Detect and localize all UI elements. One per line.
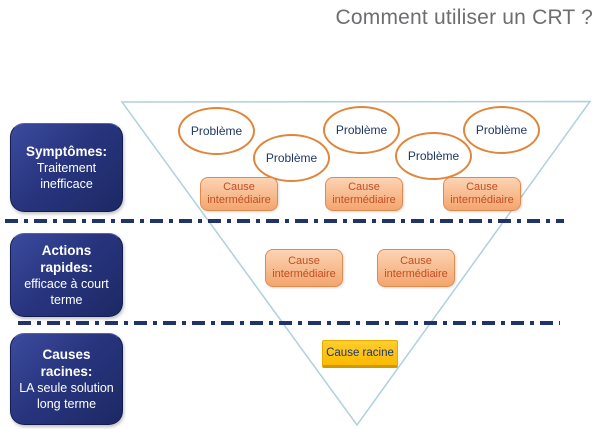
- panel-root-causes: Causes racines: LA seule solution long t…: [10, 333, 123, 425]
- intermediate-cause-box: Cause intermédiaire: [200, 177, 278, 211]
- root-cause-box: Cause racine: [322, 340, 398, 368]
- panel-root-causes-title: Causes racines:: [40, 347, 93, 379]
- panel-quick-actions: Actions rapides: efficace à court terme: [10, 233, 123, 317]
- problem-ellipse: Problème: [178, 107, 255, 155]
- panel-symptoms-subtitle: Traitement inefficace: [36, 161, 97, 191]
- problem-ellipse: Problème: [323, 106, 400, 154]
- inverted-triangle-outline: [120, 100, 592, 427]
- intermediate-cause-box: Cause intermédiaire: [443, 177, 521, 211]
- intermediate-cause-box: Cause intermédiaire: [325, 177, 403, 211]
- slide-title: Comment utiliser un CRT ?: [335, 6, 593, 29]
- problem-ellipse: Problème: [395, 132, 472, 180]
- problem-ellipse: Problème: [463, 106, 540, 154]
- panel-root-causes-subtitle: LA seule solution long terme: [19, 381, 114, 411]
- intermediate-cause-box: Cause intermédiaire: [377, 249, 455, 287]
- panel-quick-actions-title: Actions rapides:: [40, 243, 93, 275]
- panel-quick-actions-subtitle: efficace à court terme: [24, 277, 109, 307]
- panel-symptoms-title: Symptômes:: [25, 144, 108, 159]
- problem-ellipse: Problème: [253, 134, 330, 182]
- intermediate-cause-box: Cause intermédiaire: [265, 249, 343, 287]
- panel-symptoms: Symptômes: Traitement inefficace: [10, 123, 123, 212]
